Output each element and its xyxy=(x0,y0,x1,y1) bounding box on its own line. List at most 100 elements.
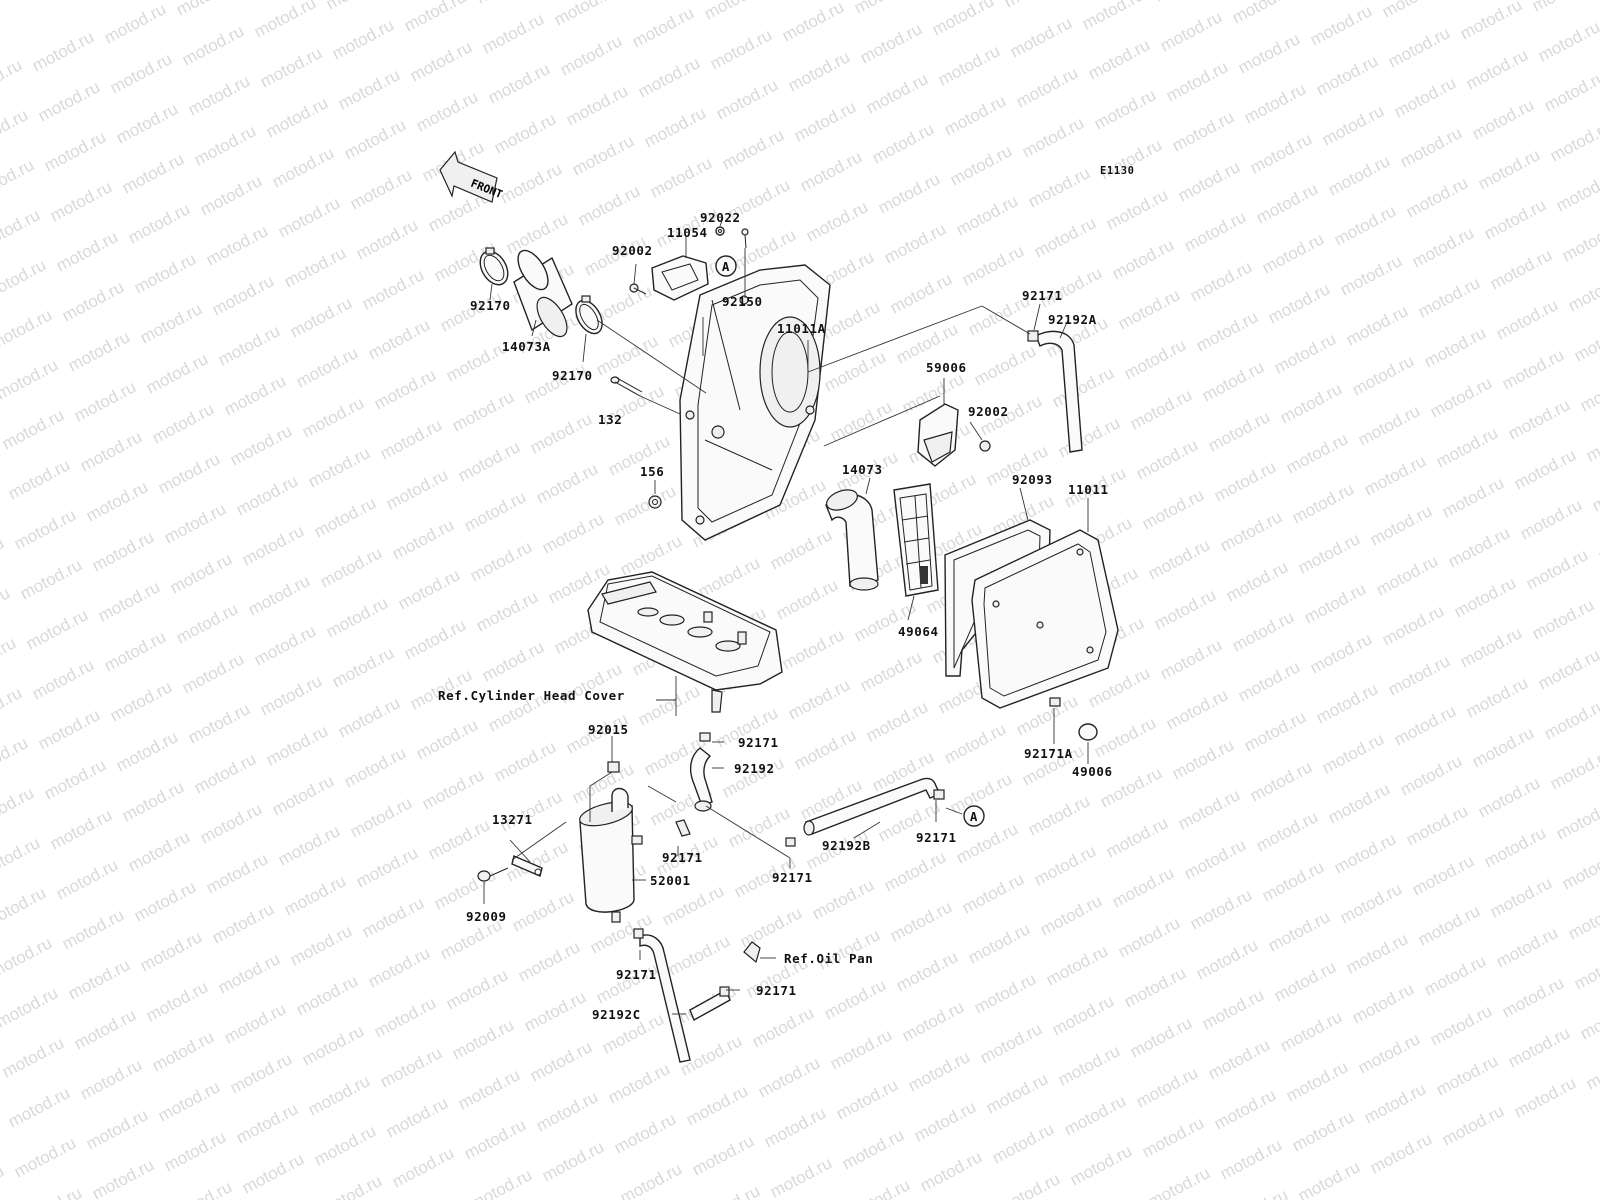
watermark-text: motod.ru xyxy=(1355,1029,1423,1077)
watermark-text: motod.ru xyxy=(1421,323,1489,371)
watermark-text: motod.ru xyxy=(401,615,469,663)
watermark-text: motod.ru xyxy=(785,675,853,723)
watermark-text: motod.ru xyxy=(0,933,55,981)
watermark-text: motod.ru xyxy=(0,583,13,631)
watermark-text: motod.ru xyxy=(611,481,679,529)
watermark-text: motod.ru xyxy=(1511,445,1579,493)
watermark-text: motod.ru xyxy=(1001,0,1069,12)
air-cleaner-housing-lower xyxy=(971,529,1119,709)
watermark-text: motod.ru xyxy=(1379,601,1447,649)
watermark-text: motod.ru xyxy=(935,41,1003,89)
watermark-text: motod.ru xyxy=(365,943,433,991)
watermark-text: motod.ru xyxy=(1175,785,1243,833)
watermark-text: motod.ru xyxy=(215,949,283,997)
air-cleaner-housing-upper xyxy=(679,264,831,541)
bolt-92009 xyxy=(477,867,509,882)
watermark-text: motod.ru xyxy=(521,987,589,1035)
watermark-text: motod.ru xyxy=(737,903,805,951)
watermark-text: motod.ru xyxy=(299,1021,367,1069)
watermark-text: motod.ru xyxy=(5,455,73,503)
watermark-text: motod.ru xyxy=(1193,935,1261,983)
watermark-text: motod.ru xyxy=(95,577,163,625)
label-92192B: 92192B xyxy=(822,838,871,853)
ref-cylinder-head-cover: Ref.Cylinder Head Cover xyxy=(438,688,625,703)
watermark-text: motod.ru xyxy=(1571,317,1600,365)
watermark-text: motod.ru xyxy=(1025,163,1093,211)
watermark-text: motod.ru xyxy=(689,1131,757,1179)
watermark-text: motod.ru xyxy=(323,0,391,14)
watermark-text: motod.ru xyxy=(0,255,49,303)
watermark-text: motod.ru xyxy=(1409,223,1477,271)
watermark-text: motod.ru xyxy=(1505,395,1573,443)
watermark-text: motod.ru xyxy=(0,1111,1,1159)
watermark-text: motod.ru xyxy=(5,1083,73,1131)
watermark-text: motod.ru xyxy=(821,975,889,1023)
callout-a-bottom: A xyxy=(963,805,985,827)
watermark-text: motod.ru xyxy=(17,1183,85,1200)
nut-92015 xyxy=(607,761,620,773)
watermark-text: motod.ru xyxy=(1133,435,1201,483)
watermark-text: motod.ru xyxy=(1169,735,1237,783)
watermark-text: motod.ru xyxy=(1337,879,1405,927)
label-92009: 92009 xyxy=(466,909,507,924)
svg-text:A: A xyxy=(970,809,978,824)
watermark-text: motod.ru xyxy=(1379,0,1447,22)
watermark-text: motod.ru xyxy=(467,1165,535,1200)
watermark-text: motod.ru xyxy=(0,733,31,781)
watermark-text: motod.ru xyxy=(1451,573,1519,621)
watermark-text: motod.ru xyxy=(0,883,49,931)
watermark-text: motod.ru xyxy=(107,49,175,97)
watermark-text: motod.ru xyxy=(395,565,463,613)
ref-oil-pan: Ref.Oil Pan xyxy=(784,951,873,966)
watermark-text: motod.ru xyxy=(539,1137,607,1185)
bolt-132 xyxy=(610,376,643,397)
watermark-text: motod.ru xyxy=(41,755,109,803)
watermark-text: motod.ru xyxy=(575,181,643,229)
watermark-text: motod.ru xyxy=(947,141,1015,189)
watermark-text: motod.ru xyxy=(191,749,259,797)
watermark-text: motod.ru xyxy=(713,75,781,123)
watermark-text: motod.ru xyxy=(1469,723,1537,771)
watermark-text: motod.ru xyxy=(47,177,115,225)
watermark-text: motod.ru xyxy=(965,919,1033,967)
cylinder-head-cover xyxy=(587,571,783,713)
watermark-text: motod.ru xyxy=(1295,1157,1363,1200)
watermark-text: motod.ru xyxy=(419,765,487,813)
watermark-text: motod.ru xyxy=(1385,23,1453,71)
watermark-text: motod.ru xyxy=(683,1081,751,1129)
watermark-text: motod.ru xyxy=(1139,1113,1207,1161)
watermark-text: motod.ru xyxy=(467,537,535,585)
watermark-text: motod.ru xyxy=(0,55,25,103)
watermark-text: motod.ru xyxy=(29,27,97,75)
watermark-text: motod.ru xyxy=(77,1055,145,1103)
watermark-text: motod.ru xyxy=(1187,257,1255,305)
watermark-text: motod.ru xyxy=(1565,895,1600,943)
label-132: 132 xyxy=(598,412,622,427)
watermark-text: motod.ru xyxy=(1127,385,1195,433)
watermark-text: motod.ru xyxy=(1181,835,1249,883)
watermark-text: motod.ru xyxy=(11,505,79,553)
watermark-text: motod.ru xyxy=(179,649,247,697)
watermark-text: motod.ru xyxy=(1037,891,1105,939)
watermark-text: motod.ru xyxy=(353,843,421,891)
watermark-text: motod.ru xyxy=(1265,907,1333,955)
watermark-text: motod.ru xyxy=(0,683,25,731)
watermark-text: motod.ru xyxy=(1559,845,1600,893)
watermark-text: motod.ru xyxy=(287,921,355,969)
watermark-text: motod.ru xyxy=(335,693,403,741)
watermark-text: motod.ru xyxy=(125,199,193,247)
watermark-text: motod.ru xyxy=(899,997,967,1045)
watermark-text: motod.ru xyxy=(11,1133,79,1181)
watermark-text: motod.ru xyxy=(101,0,169,48)
watermark-text: motod.ru xyxy=(1349,351,1417,399)
watermark-text: motod.ru xyxy=(1289,479,1357,527)
label-49006: 49006 xyxy=(1072,764,1113,779)
watermark-text: motod.ru xyxy=(1427,373,1495,421)
watermark-text: motod.ru xyxy=(1415,273,1483,321)
watermark-text: motod.ru xyxy=(311,1121,379,1169)
watermark-text: motod.ru xyxy=(647,153,715,201)
watermark-text: motod.ru xyxy=(1523,545,1591,593)
watermark-text: motod.ru xyxy=(1463,45,1531,93)
watermark-text: motod.ru xyxy=(449,1015,517,1063)
watermark-text: motod.ru xyxy=(1145,1163,1213,1200)
